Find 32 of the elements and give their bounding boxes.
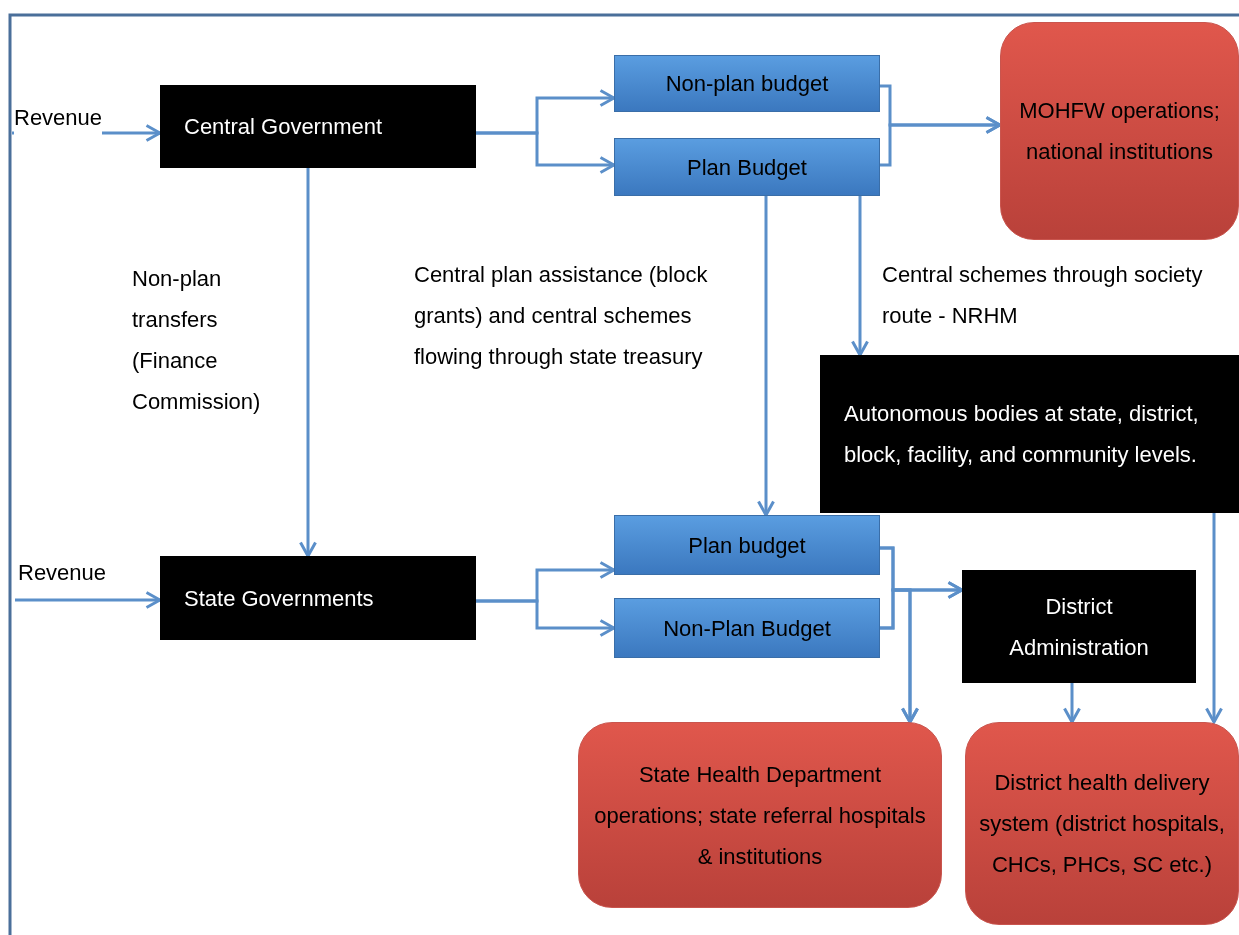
node-label: State Governments (184, 584, 375, 613)
budget-box (614, 598, 880, 658)
node-label: Central Government (184, 113, 384, 141)
node-label: State Health Department operations; state referral hospitals & institutions (593, 760, 927, 871)
arrow (476, 599, 616, 637)
outcome-box (965, 722, 1239, 925)
node-label: Non-plan budget (664, 70, 830, 98)
outcome-box (578, 722, 942, 908)
node-label: Autonomous bodies at state, district, block, facility, and community levels. (844, 400, 1200, 469)
arrow (1063, 683, 1081, 724)
process-box (962, 570, 1196, 683)
arrow (299, 168, 317, 558)
node-label: Non-Plan Budget (662, 614, 832, 643)
outcome-box (1000, 22, 1239, 240)
arrow (15, 591, 162, 609)
budget-box (614, 55, 880, 112)
arrow (851, 196, 869, 357)
node-label: Plan Budget (686, 153, 808, 182)
arrow (757, 196, 775, 517)
process-box (160, 556, 476, 640)
budget-box (614, 138, 880, 196)
arrow (1205, 513, 1223, 724)
arrow (880, 116, 1002, 167)
process-box (820, 355, 1239, 513)
arrow (880, 588, 919, 724)
node-label: MOHFW operations; national institutions (1018, 97, 1221, 166)
budget-box (614, 515, 880, 575)
process-box (160, 85, 476, 168)
node-label: District health delivery system (district hospitals, CHCs, PHCs, SC etc.) (978, 769, 1226, 879)
arrow (476, 131, 616, 174)
node-label: Plan budget (687, 531, 807, 560)
node-label: District Administration (1008, 592, 1150, 662)
